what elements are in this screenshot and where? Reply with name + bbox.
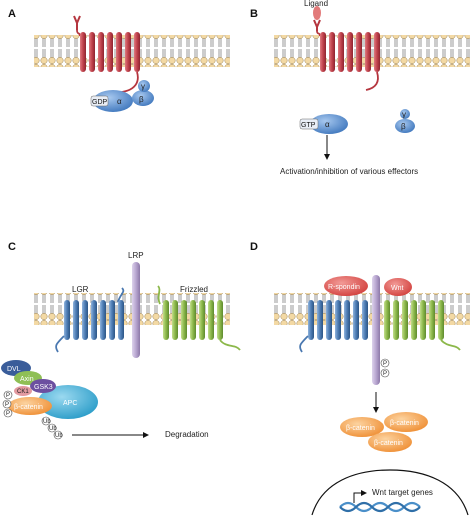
- nuclear-envelope: [311, 469, 469, 516]
- ubiquitin-1: Ub: [41, 416, 51, 426]
- beta-catenin-d-1: [340, 417, 384, 437]
- ubiquitin-label-1: Ub: [43, 419, 51, 425]
- wnt-label: Wnt: [391, 285, 404, 292]
- phospho-label-1: P: [6, 393, 10, 399]
- panel-d: D R-spondin Wnt P: [250, 241, 470, 516]
- gdp-tag-a: [90, 95, 109, 107]
- ligand-label: Ligand: [304, 0, 328, 8]
- phospho-group-1: P: [3, 390, 13, 400]
- apc-label: APC: [63, 400, 77, 407]
- beta-label-b: β: [401, 122, 406, 131]
- lrp-phospho-label-2: P: [383, 371, 387, 377]
- panel-b: B Ligand GTP α β γ Activa: [250, 0, 470, 176]
- g-protein-a: GDP α β γ: [90, 80, 154, 112]
- panel-letter-d: D: [250, 241, 258, 253]
- panel-c: C LGR LRP Frizzled: [1, 241, 241, 440]
- lrp-label: LRP: [128, 251, 144, 260]
- frizzled-label: Frizzled: [180, 285, 208, 294]
- lgr-receptor-d: [299, 300, 368, 353]
- alpha-label-a: α: [117, 97, 122, 106]
- beta-catenin-label-c: β-catenin: [14, 404, 43, 411]
- alpha-label-b: α: [325, 120, 330, 129]
- membrane-b: [274, 35, 470, 67]
- gtp-label-b: GTP: [301, 122, 316, 129]
- lrp-coreceptor-d: [372, 275, 380, 385]
- lrp-coreceptor: [132, 262, 140, 358]
- lrp-phospho-1: P: [380, 358, 390, 368]
- dna-helix: [339, 501, 421, 513]
- gpcr-receptor-a: [73, 15, 140, 103]
- g-beta-gamma-b: β γ: [395, 109, 415, 133]
- lgr-label: LGR: [72, 285, 89, 294]
- panel-letter-c: C: [8, 241, 16, 253]
- g-beta-subunit-b: [395, 119, 415, 133]
- wnt-ligand: [384, 278, 412, 296]
- lgr-receptor: [55, 287, 125, 353]
- panel-letter-b: B: [250, 8, 258, 20]
- g-beta-subunit-a: [132, 90, 154, 106]
- r-spondin-label: R-spondin: [328, 284, 360, 291]
- lrp-phospho-2: P: [380, 368, 390, 378]
- phospho-label-2: P: [5, 402, 9, 408]
- r-spondin-ligand: [324, 276, 368, 296]
- ubiquitin-3: Ub: [53, 430, 63, 440]
- phospho-group-2: P: [2, 399, 12, 409]
- panel-letter-a: A: [8, 8, 16, 20]
- gsk3-protein: [30, 379, 56, 393]
- apc-protein: [38, 385, 98, 419]
- gsk3-label: GSK3: [34, 384, 53, 391]
- axin-label: Axin: [20, 376, 34, 383]
- destruction-complex: APC DVL Axin GSK3 CK1 β-catenin P P P: [1, 360, 98, 440]
- beta-catenin-label-d-3: β-catenin: [374, 440, 403, 447]
- ubiquitin-label-2: Ub: [49, 426, 57, 432]
- g-alpha-gtp: GTP α: [299, 114, 348, 134]
- ubiquitin-2: Ub: [47, 423, 57, 433]
- lrp-phospho-label-1: P: [383, 361, 387, 367]
- g-alpha-subunit-b: [310, 114, 348, 134]
- ubiquitin-label-3: Ub: [55, 433, 63, 439]
- beta-label-a: β: [139, 95, 144, 104]
- dvl-label: DVL: [7, 366, 21, 373]
- panel-a: A GDP α β γ: [8, 8, 230, 112]
- beta-catenin-c: [8, 397, 52, 415]
- gdp-label-a: GDP: [92, 99, 108, 106]
- ck1-protein: [14, 386, 32, 396]
- beta-catenin-label-d-2: β-catenin: [390, 420, 419, 427]
- g-gamma-subunit-a: [138, 80, 150, 92]
- beta-catenin-d-3: [368, 432, 412, 452]
- gamma-label-a: γ: [141, 82, 145, 91]
- transcription-arrow: [353, 490, 367, 503]
- gtp-tag-b: [299, 118, 319, 130]
- phospho-label-3: P: [6, 411, 10, 417]
- frizzled-receptor: [157, 285, 241, 351]
- phospho-group-3: P: [3, 408, 13, 418]
- gpcr-receptor-b: [313, 19, 380, 91]
- target-genes-label: Wnt target genes: [372, 488, 433, 497]
- ck1-label: CK1: [17, 389, 29, 395]
- frizzled-receptor-d: [384, 300, 461, 351]
- ligand: [313, 6, 321, 20]
- gamma-label-b: γ: [402, 110, 406, 119]
- g-alpha-subunit-a: [93, 90, 133, 112]
- degradation-label: Degradation: [165, 430, 209, 439]
- g-gamma-subunit-b: [400, 109, 410, 119]
- membrane-a: [34, 35, 230, 67]
- effectors-label: Activation/inhibition of various effecto…: [280, 167, 418, 176]
- beta-catenin-d-2: [384, 412, 428, 432]
- beta-catenin-label-d-1: β-catenin: [346, 425, 375, 432]
